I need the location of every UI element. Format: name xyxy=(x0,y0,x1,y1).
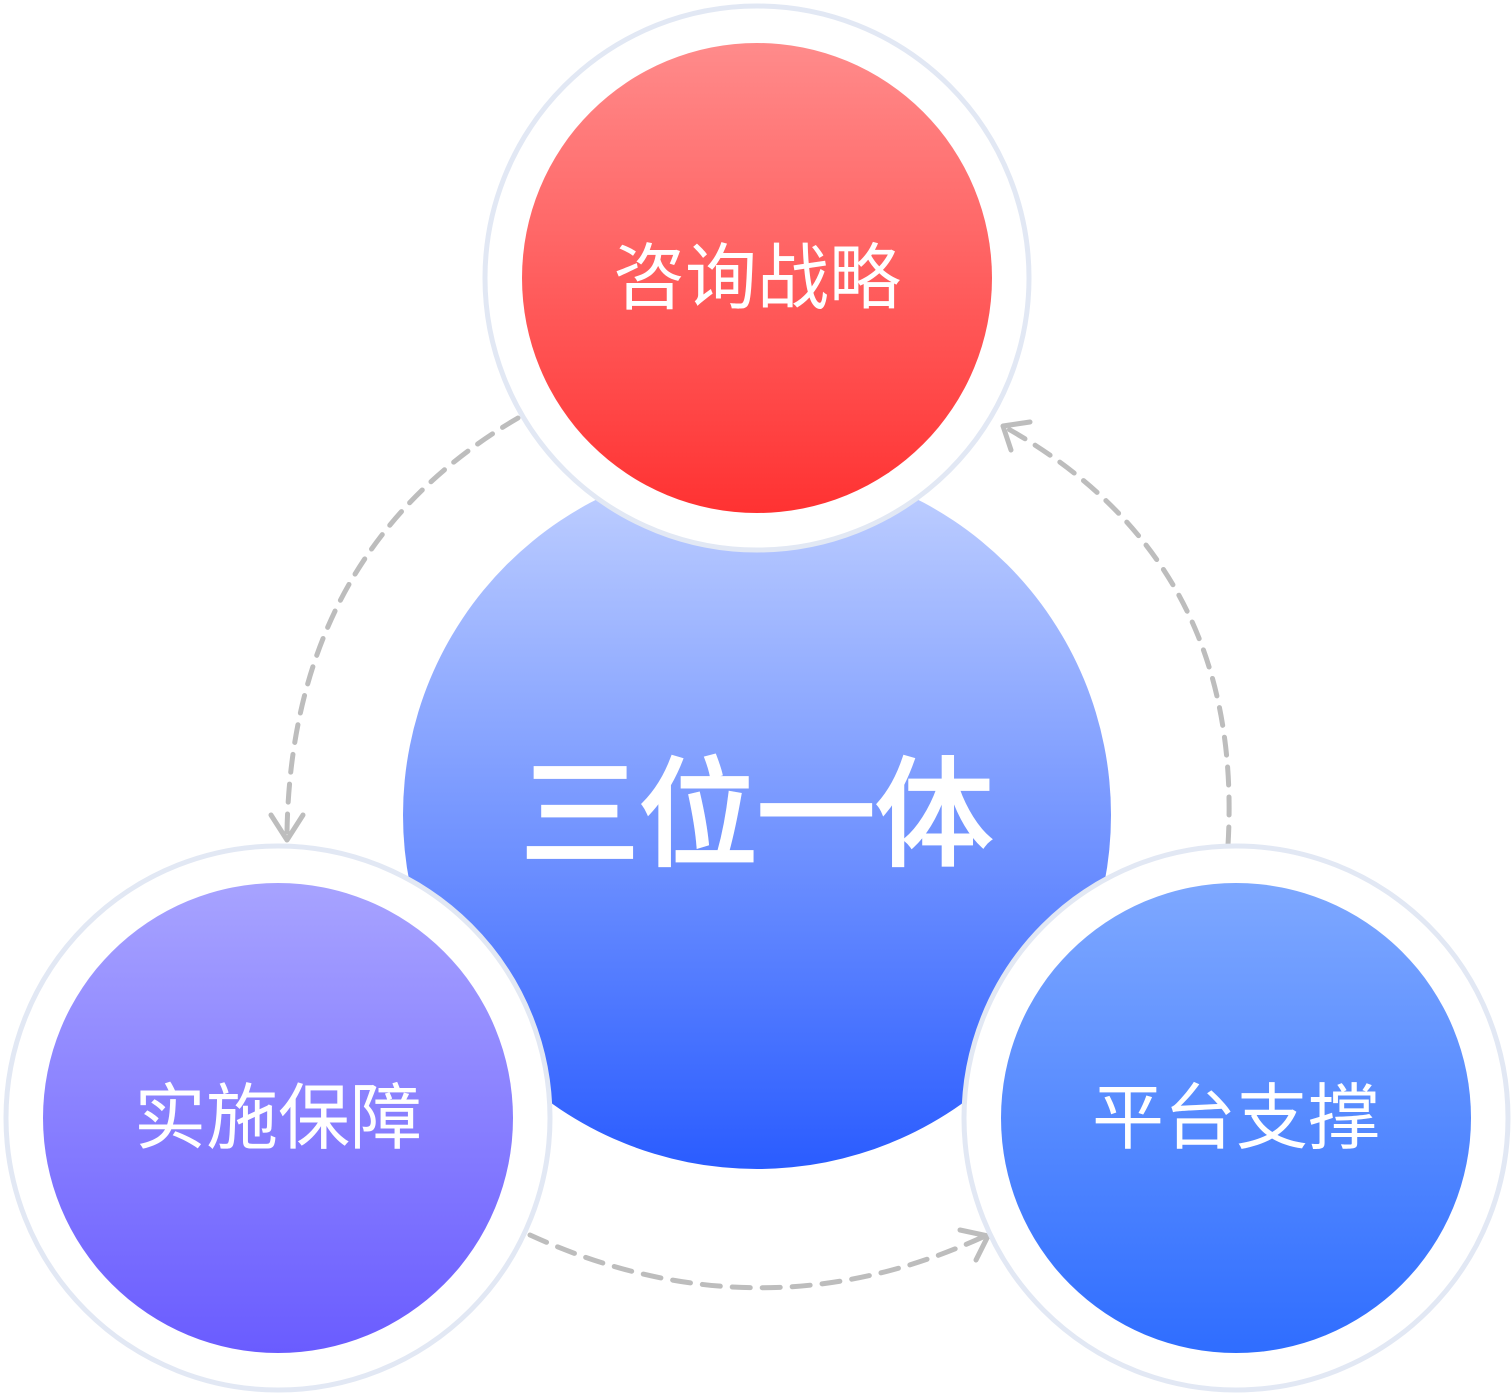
cycle-arrows xyxy=(268,415,1232,1291)
node-label-consulting-strategy: 咨询战略 xyxy=(613,236,901,320)
node-implementation-assurance: 实施保障 xyxy=(3,843,553,1393)
node-consulting-strategy: 咨询战略 xyxy=(482,3,1032,553)
center-circle: 三位一体 xyxy=(403,461,1111,1169)
node-halo xyxy=(482,3,1032,553)
node-halo xyxy=(3,843,553,1393)
node-label-platform-support: 平台支撑 xyxy=(1092,1076,1380,1160)
arrowhead-right-to-top xyxy=(1000,419,1033,453)
center-label: 三位一体 xyxy=(521,746,993,884)
arrowhead-top-to-left xyxy=(268,812,306,843)
arrow-left-to-right xyxy=(527,1232,988,1291)
node-halo xyxy=(961,843,1511,1393)
node-label-implementation-assurance: 实施保障 xyxy=(134,1076,422,1160)
arrowhead-left-to-right xyxy=(957,1227,991,1263)
arrow-right-to-top xyxy=(1000,423,1232,848)
arrow-top-to-left xyxy=(284,415,521,835)
node-platform-support: 平台支撑 xyxy=(961,843,1511,1393)
